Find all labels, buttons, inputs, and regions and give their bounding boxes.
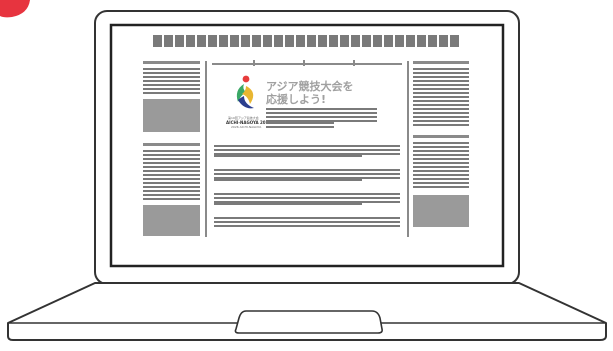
- divider-left: [205, 61, 207, 237]
- center-nav-tick-1: [253, 60, 255, 66]
- logo-event-name: AICHI-NAGOYA 2026: [226, 120, 272, 125]
- right-column-heading: [413, 61, 469, 64]
- paragraph-3-end: [214, 203, 362, 207]
- left-column-image-1: [143, 99, 200, 132]
- intro-text-end: [266, 122, 334, 128]
- paragraph-1-end: [214, 155, 362, 159]
- right-column-text-2: [413, 142, 469, 190]
- logo-caption: 第19回アジア競技大会: [228, 116, 259, 120]
- aichi-nagoya-2026-emblem-icon: [236, 75, 254, 109]
- left-column-text-1: [143, 68, 200, 96]
- left-column-text-2: [143, 150, 200, 200]
- paragraph-1: [214, 145, 400, 155]
- center-nav-tick-2: [303, 60, 305, 66]
- right-column-image: [413, 195, 469, 227]
- trackpad: [234, 310, 383, 334]
- left-column-heading: [143, 61, 200, 64]
- left-column-heading-2: [143, 143, 200, 146]
- center-nav-bar: [212, 63, 402, 65]
- paragraph-3: [214, 193, 400, 203]
- center-nav-tick-3: [353, 60, 355, 66]
- header-banner: [153, 35, 461, 47]
- paragraph-2-end: [214, 179, 362, 183]
- intro-text: [266, 108, 377, 122]
- left-column-image-2: [143, 205, 200, 236]
- headline-line-2: 応援しよう!: [266, 93, 327, 106]
- paragraph-2: [214, 169, 400, 179]
- right-column-heading-2: [413, 135, 469, 138]
- corner-badge: [0, 0, 30, 18]
- right-column-text-1: [413, 68, 469, 126]
- divider-right: [407, 61, 409, 237]
- logo-subtitle: 2026 AICHI-NAGOYA: [231, 125, 262, 129]
- headline-line-1: アジア競技大会を: [266, 80, 354, 93]
- paragraph-4: [214, 217, 400, 229]
- screen-content: 第19回アジア競技大会 AICHI-NAGOYA 2026 2026 AICHI…: [113, 27, 501, 264]
